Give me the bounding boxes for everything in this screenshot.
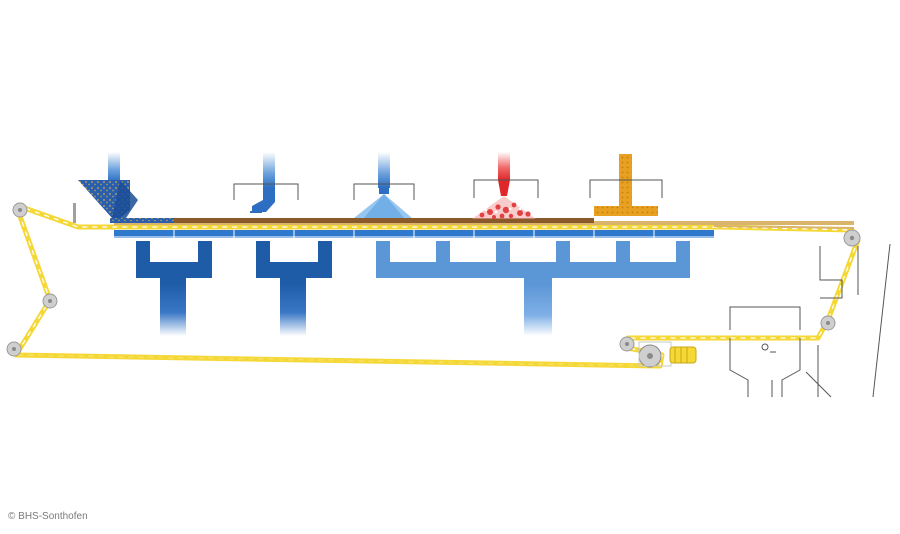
vacuum-zone-2 xyxy=(256,241,332,336)
drying-hood-icon xyxy=(589,154,663,216)
vacuum-tray xyxy=(114,229,714,239)
image-credit: © BHS-Sonthofen xyxy=(8,511,88,522)
cake-discharge-line xyxy=(713,225,855,229)
roller-icon xyxy=(843,229,861,247)
vacuum-zone-1 xyxy=(136,241,212,336)
discharge-frame xyxy=(729,243,891,398)
slurry-feed-hopper-icon xyxy=(78,152,138,218)
spray-wash-icon xyxy=(353,152,415,218)
roller-icon xyxy=(6,341,22,357)
rollers xyxy=(6,202,861,368)
belt-cleaning-brush xyxy=(638,341,697,367)
wash-nozzle-icon xyxy=(233,152,299,213)
drive-roller-icon xyxy=(638,344,662,368)
filter-cake xyxy=(110,218,854,225)
filter-belt xyxy=(13,202,861,369)
steam-hood-icon xyxy=(472,152,539,219)
roller-icon xyxy=(12,202,28,218)
roller-icon xyxy=(619,336,635,352)
vacuum-zone-3 xyxy=(376,241,690,336)
roller-icon xyxy=(820,315,836,331)
roller-icon xyxy=(42,293,58,309)
support-post xyxy=(73,203,76,223)
belt-loop xyxy=(13,202,861,369)
